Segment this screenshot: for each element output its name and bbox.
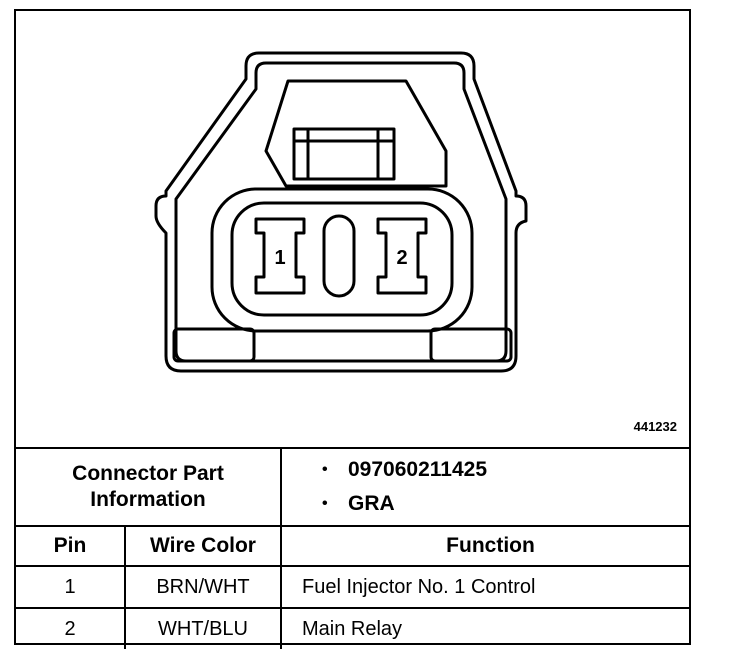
pin-cell: 1 (16, 565, 126, 609)
pin-label-1: 1 (274, 247, 285, 269)
pin-cell: 2 (16, 607, 126, 649)
connector-table: Connector Part Information 097060211425 … (16, 447, 689, 649)
function-cell: Main Relay (280, 607, 689, 649)
part-number: 097060211425 (322, 453, 689, 487)
figure-id: 441232 (633, 419, 677, 434)
wire-color-cell: BRN/WHT (124, 565, 282, 609)
terminal-1 (254, 217, 306, 295)
pin-label-2: 2 (396, 247, 407, 269)
document-frame: 1 2 441232 Connector Part Information 09… (14, 9, 691, 649)
connector-info-label: Connector Part Information (16, 447, 282, 527)
table-row: 2 WHT/BLU Main Relay (16, 607, 689, 649)
connector-color: GRA (322, 487, 689, 521)
function-cell: Fuel Injector No. 1 Control (280, 565, 689, 609)
mating-face-inner (230, 201, 454, 317)
header-wire-color: Wire Color (124, 525, 282, 567)
center-key (322, 214, 356, 298)
connector-info-list: 097060211425 GRA (280, 447, 689, 527)
wire-color-cell: WHT/BLU (124, 607, 282, 649)
header-pin: Pin (16, 525, 126, 567)
connector-housing (154, 51, 528, 373)
mating-face-outer (210, 187, 474, 333)
header-function: Function (280, 525, 689, 567)
terminal-2 (376, 217, 428, 295)
table-row: 1 BRN/WHT Fuel Injector No. 1 Control (16, 565, 689, 609)
latch (264, 79, 448, 188)
connector-drawing: 1 2 (154, 51, 528, 373)
